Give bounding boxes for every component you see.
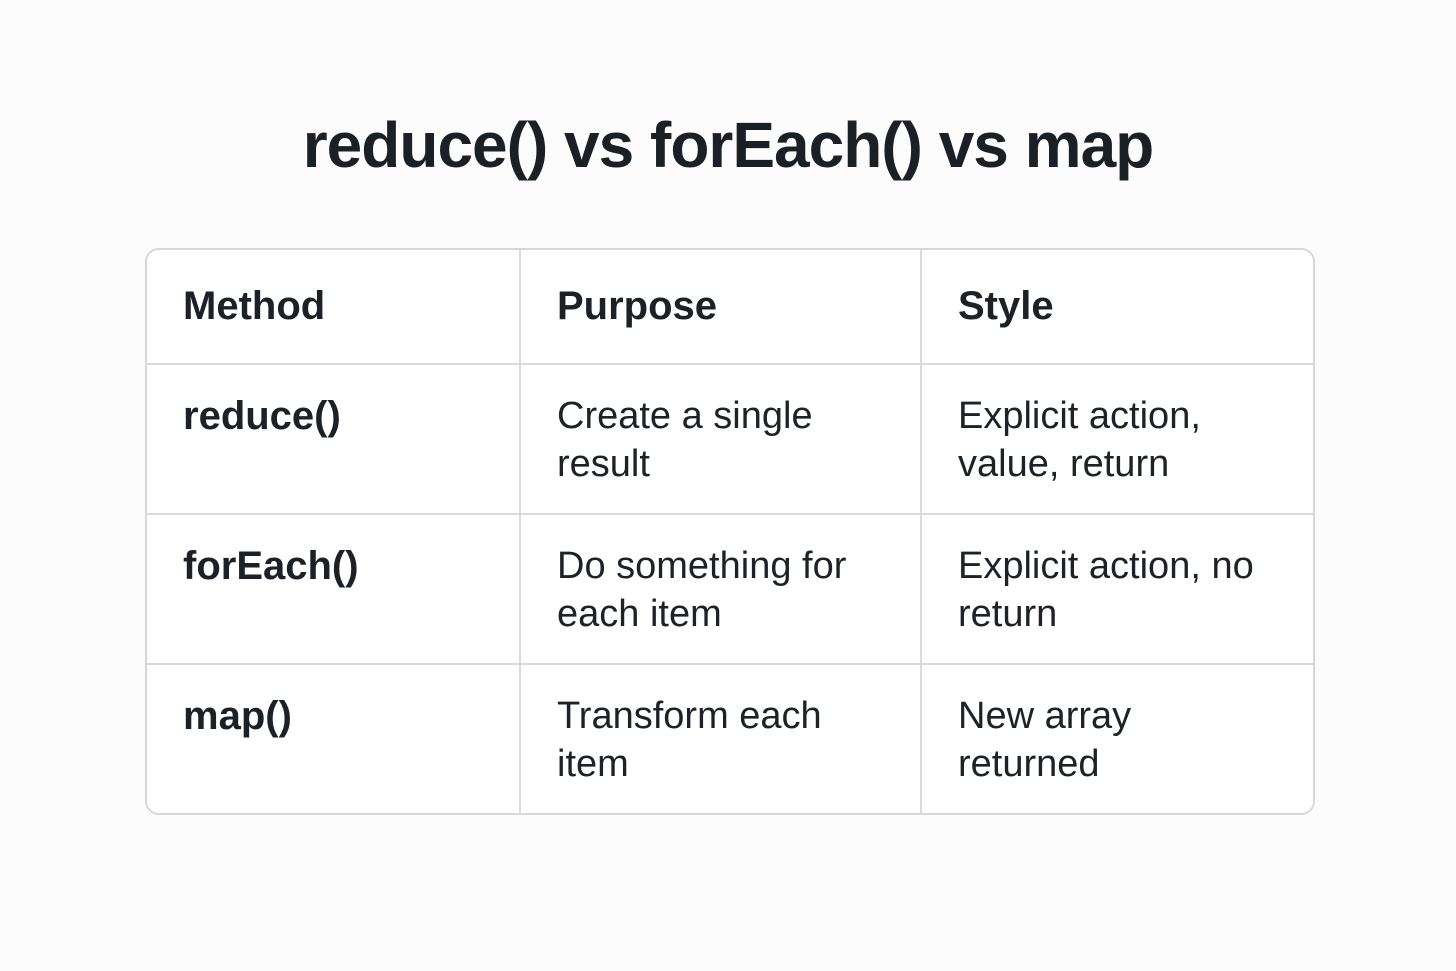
cell-map-method: map() [147, 665, 521, 813]
cell-map-purpose: Transform each item [521, 665, 922, 813]
cell-foreach-style: Explicit action, no return [922, 515, 1313, 665]
column-header-method: Method [147, 250, 521, 365]
cell-reduce-style: Explicit action, value, return [922, 365, 1313, 515]
cell-foreach-method: forEach() [147, 515, 521, 665]
cell-reduce-method: reduce() [147, 365, 521, 515]
comparison-table: Method Purpose Style reduce() Create a s… [145, 248, 1315, 815]
cell-map-style: New array returned [922, 665, 1313, 813]
cell-foreach-purpose: Do something for each item [521, 515, 922, 665]
page-title: reduce() vs forEach() vs map [302, 109, 1155, 181]
column-header-style: Style [922, 250, 1313, 365]
cell-reduce-purpose: Create a single result [521, 365, 922, 515]
column-header-purpose: Purpose [521, 250, 922, 365]
